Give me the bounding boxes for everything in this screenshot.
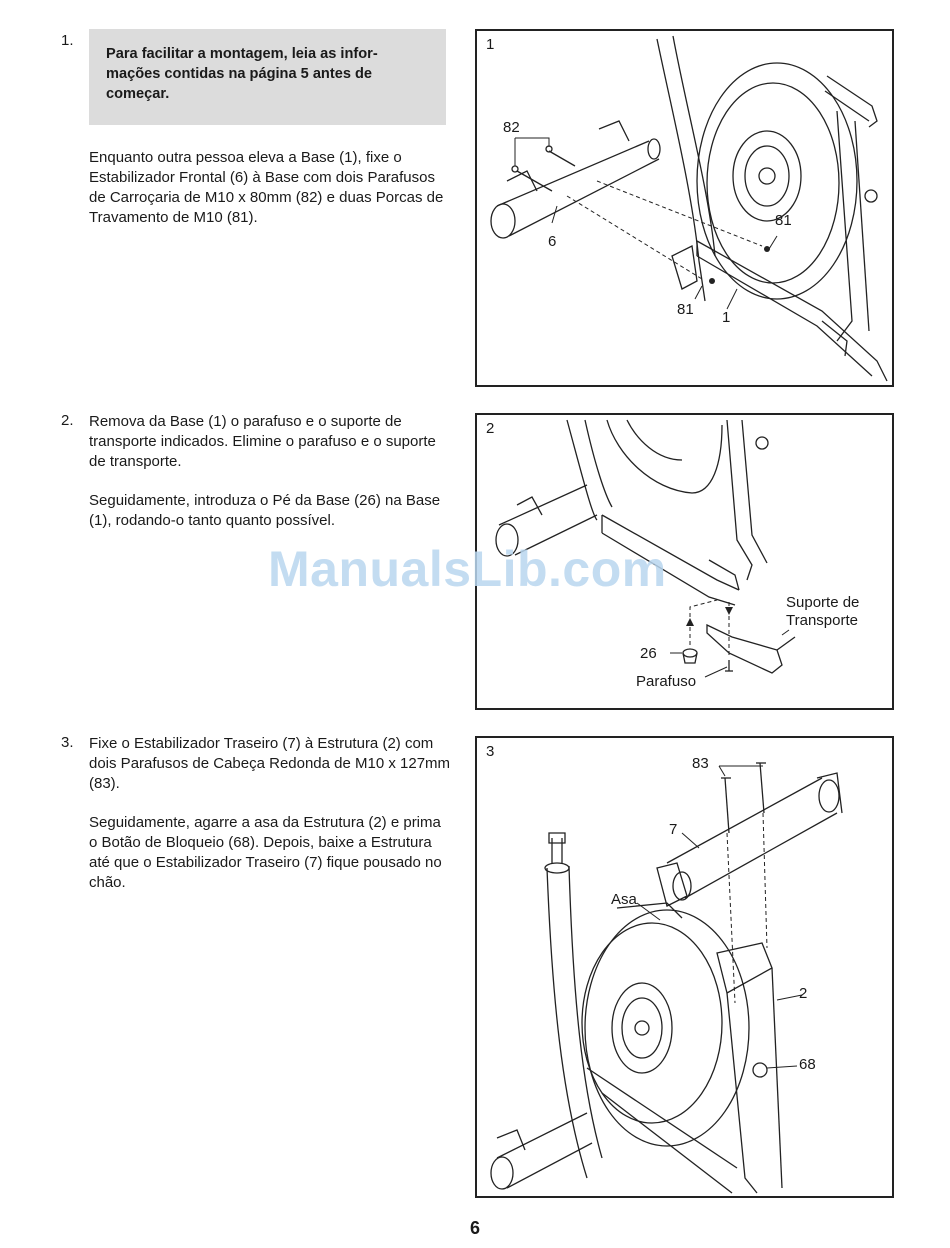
watermark: ManualsLib.com bbox=[268, 541, 667, 597]
figure-1-number: 1 bbox=[486, 36, 495, 53]
step-3-number: 3. bbox=[61, 734, 74, 751]
figure-1-label-6: 6 bbox=[548, 233, 557, 250]
figure-1-label-81-upper: 81 bbox=[775, 212, 792, 229]
step-2-number: 2. bbox=[61, 412, 74, 429]
figure-3-drawing bbox=[490, 762, 843, 1194]
step-3-text-1: Fixe o Estabilizador Traseiro (7) à Estr… bbox=[89, 735, 451, 792]
figure-3: 3 83 7 Asa 2 68 bbox=[475, 736, 894, 1198]
figure-2-drawing bbox=[495, 419, 796, 678]
figure-2-number: 2 bbox=[486, 420, 495, 437]
figure-2-label-suporte: Suporte de bbox=[786, 594, 860, 611]
page-number: 6 bbox=[469, 1218, 480, 1238]
figure-1-label-82: 82 bbox=[503, 119, 520, 136]
figure-1: 1 82 81 6 81 1 bbox=[475, 29, 894, 387]
step-1-text: Enquanto outra pessoa eleva a Base (1), … bbox=[89, 149, 444, 226]
step-2-text-2: Seguidamente, introduza o Pé da Base (26… bbox=[89, 492, 441, 529]
step-3-text-2: Seguidamente, agarre a asa da Estrutura … bbox=[89, 814, 442, 891]
figure-2: 2 Suporte de Transporte 26 Parafuso bbox=[475, 413, 894, 710]
step-2-text-1: Remova da Base (1) o parafuso e o suport… bbox=[89, 413, 436, 470]
figure-3-label-2: 2 bbox=[799, 985, 808, 1002]
figure-1-label-81-lower: 81 bbox=[677, 301, 694, 318]
figure-2-label-transporte: Transporte bbox=[786, 612, 858, 629]
figure-3-number: 3 bbox=[486, 743, 495, 760]
figure-1-label-1: 1 bbox=[722, 309, 731, 326]
figure-1-drawing bbox=[490, 35, 888, 382]
step-1-number: 1. bbox=[61, 32, 74, 49]
figure-3-label-68: 68 bbox=[799, 1056, 816, 1073]
figure-3-label-7: 7 bbox=[669, 821, 678, 838]
figure-2-label-parafuso: Parafuso bbox=[636, 673, 697, 690]
figure-3-label-83: 83 bbox=[692, 755, 709, 772]
figure-2-label-26: 26 bbox=[640, 645, 657, 662]
assembly-note-text: Para facilitar a montagem, leia as infor… bbox=[106, 46, 378, 102]
figure-3-label-asa: Asa bbox=[611, 891, 637, 908]
assembly-note-box: Para facilitar a montagem, leia as infor… bbox=[89, 29, 446, 125]
